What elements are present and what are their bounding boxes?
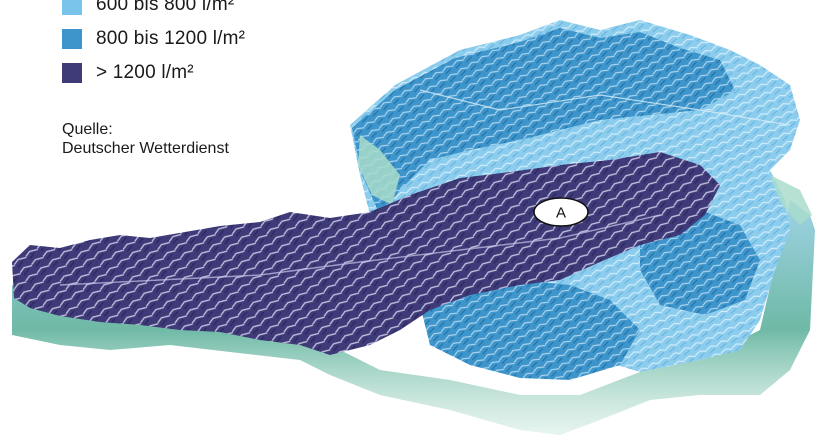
source-label: Quelle:	[62, 121, 113, 138]
legend-label: > 1200 l/m²	[96, 62, 194, 83]
location-marker: A	[533, 197, 589, 227]
source-note: Quelle: Deutscher Wetterdienst	[62, 120, 229, 158]
marker-ellipse	[533, 197, 589, 227]
legend-swatch	[62, 0, 82, 15]
lowland-edge	[770, 175, 812, 225]
valley-line	[419, 89, 791, 126]
legend-item-over-1200: > 1200 l/m²	[62, 56, 245, 90]
legend-item-800-1200: 800 bis 1200 l/m²	[62, 22, 245, 56]
region-800-1200	[352, 28, 735, 215]
legend: 600 bis 800 l/m² 800 bis 1200 l/m² > 120…	[62, 0, 245, 90]
region-800-1200-south	[420, 280, 640, 380]
relief-side	[12, 200, 815, 435]
source-name: Deutscher Wetterdienst	[62, 140, 229, 157]
valley-line	[59, 214, 661, 286]
lowland-edge	[358, 135, 400, 205]
legend-swatch	[62, 29, 82, 49]
marker-label: A	[556, 205, 566, 222]
legend-item-600-800: 600 bis 800 l/m²	[62, 0, 245, 22]
legend-label: 800 bis 1200 l/m²	[96, 28, 246, 49]
legend-label: 600 bis 800 l/m²	[96, 0, 235, 15]
legend-swatch	[62, 63, 82, 83]
